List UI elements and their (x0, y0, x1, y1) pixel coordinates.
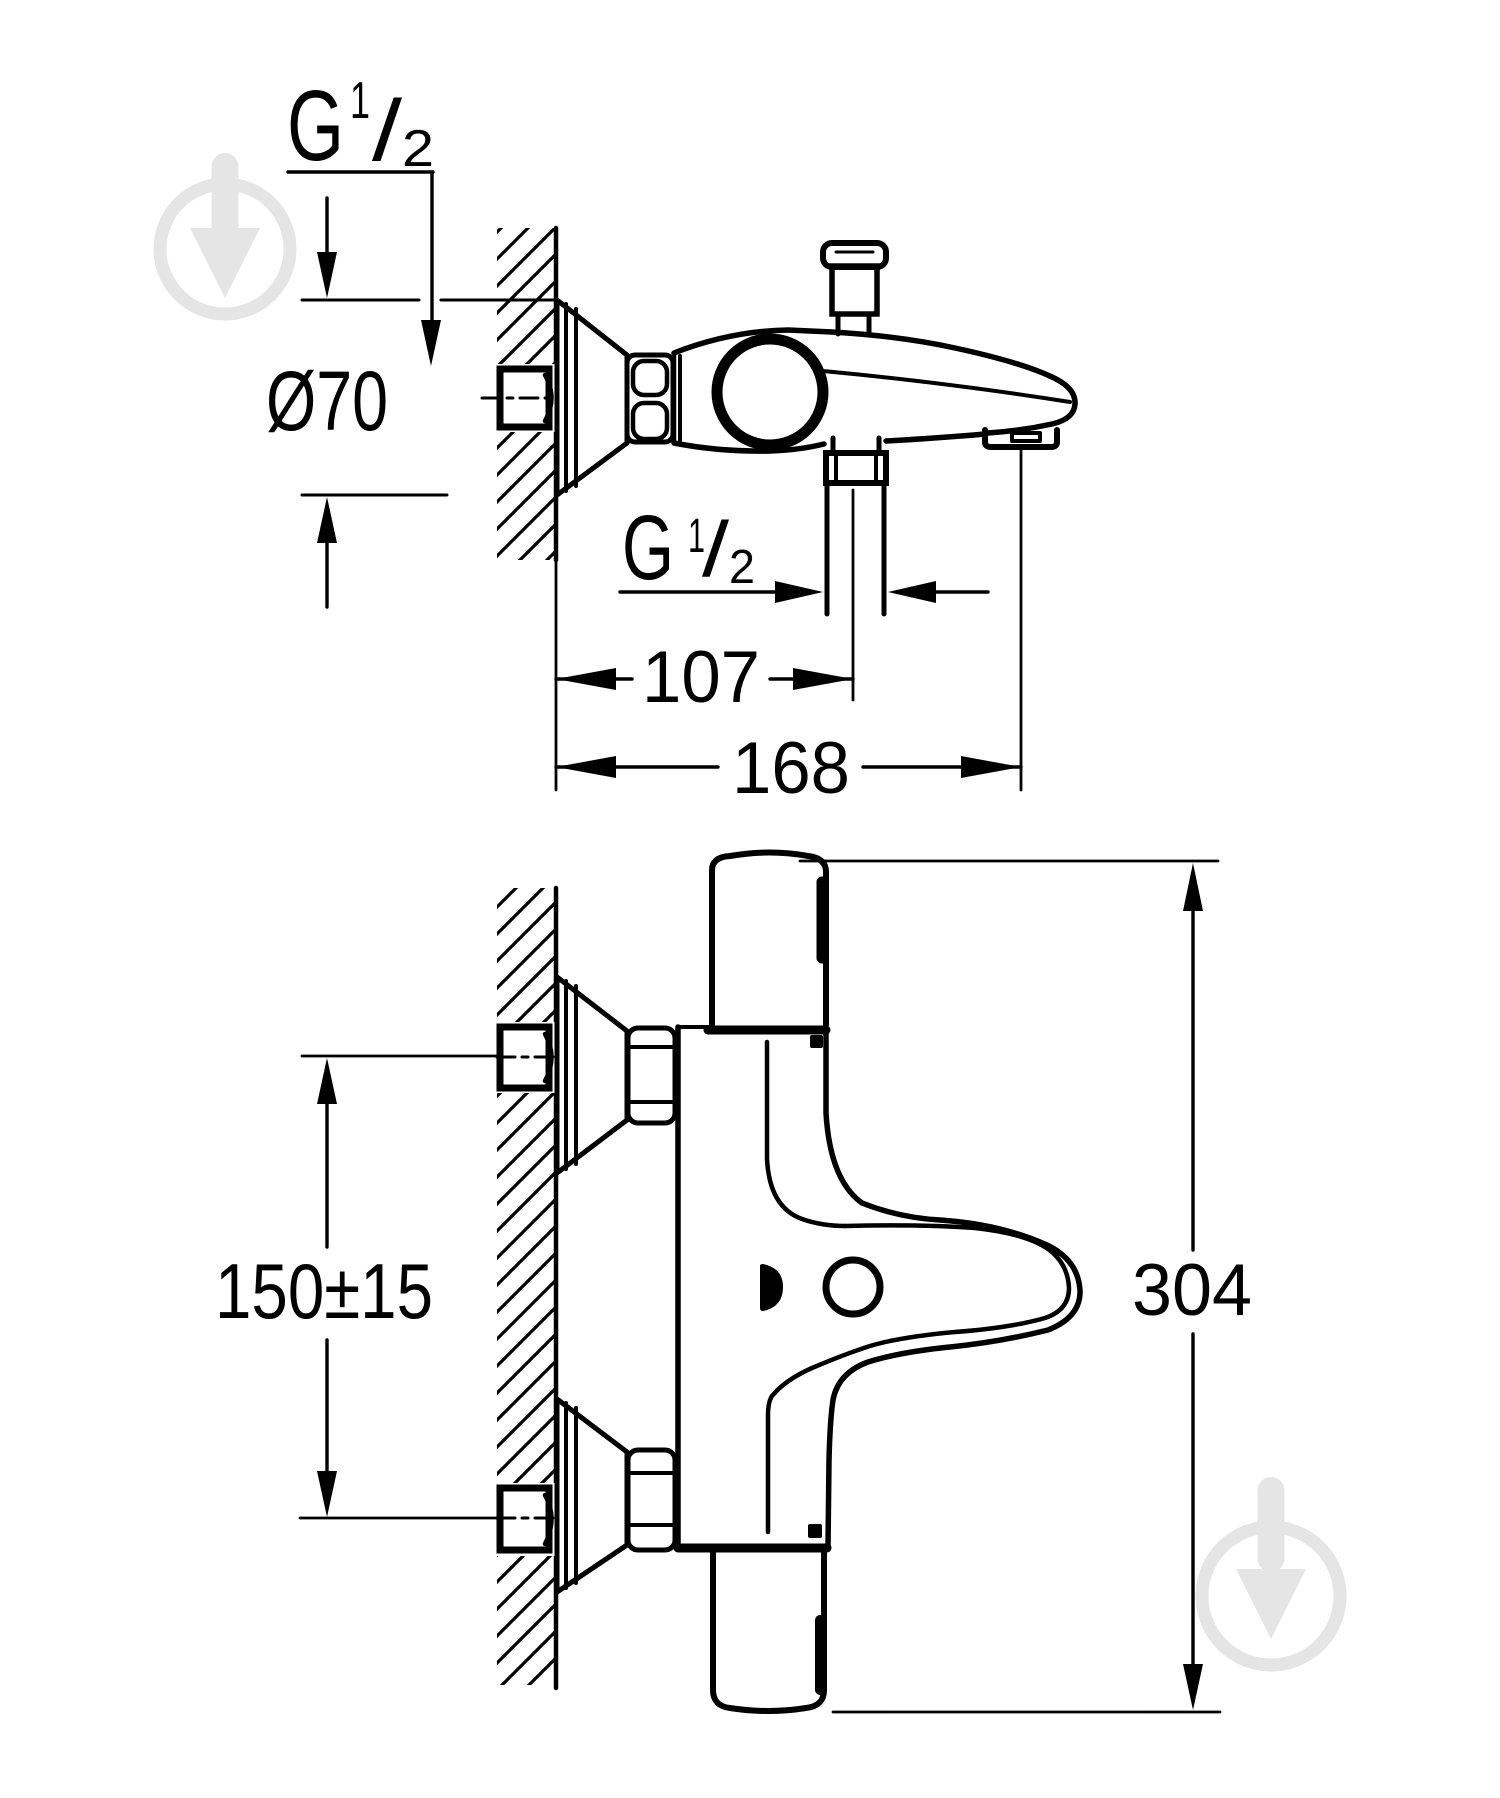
watermark-stem (211, 153, 239, 238)
arrow-down-icon (317, 252, 337, 298)
volume-handle (710, 1549, 827, 1714)
spout-front (765, 1029, 1083, 1550)
arrow-up-icon (1183, 1664, 1203, 1710)
escutcheon-upper (554, 974, 630, 1176)
hose-nut (823, 450, 889, 486)
thermostat-handle (709, 849, 829, 1028)
dim-wall-thread: G 1 / 2 (286, 70, 441, 366)
watermark-stem (1257, 1477, 1285, 1572)
union-nut-upper (625, 1025, 678, 1126)
union-nut-lower (625, 1447, 678, 1553)
side-view-drawing: G 1 / 2 Ø70 G 1 / 2 (266, 70, 1078, 809)
shower-hose-connection (823, 435, 889, 617)
supply-connection (480, 364, 561, 432)
arrow-up-icon (317, 1058, 337, 1104)
arrow-right-icon (793, 668, 853, 690)
body-mid-contour (821, 369, 1072, 404)
store-logo-watermark (1195, 1477, 1347, 1672)
body-top-contour (671, 327, 1078, 436)
thermostat-knob-side (711, 333, 829, 451)
svg-text:1: 1 (350, 72, 370, 130)
escutcheon-lower (554, 1396, 630, 1595)
arrow-up-icon (317, 497, 337, 543)
wall-section-front (497, 885, 559, 1691)
svg-text:/: / (372, 83, 402, 179)
dim-168: 168 (554, 448, 1023, 809)
escutcheon-outline (554, 297, 630, 498)
mixer-body-front (673, 849, 1083, 1714)
arrow-down-icon (1183, 863, 1203, 911)
arrow-right-icon (961, 756, 1021, 778)
dim-label: G (622, 497, 674, 599)
svg-text:/: / (702, 505, 729, 593)
spout-outer-contour (823, 1029, 1083, 1550)
escutcheon (554, 297, 630, 498)
dim-label: 107 (642, 637, 760, 718)
diverter-knob (820, 240, 889, 337)
watermark-trowel-icon (1236, 1569, 1306, 1639)
front-view-drawing: 150±15 304 (215, 849, 1252, 1714)
supply-connection-upper (495, 1022, 561, 1093)
spout-outlet (982, 427, 1060, 450)
svg-text:1: 1 (688, 510, 705, 563)
dim-hose-thread: G 1 / 2 (618, 488, 990, 702)
watermark-trowel-icon (190, 228, 260, 298)
arrow-right-icon (775, 581, 823, 603)
arrow-left-icon (888, 581, 936, 603)
supply-connection-lower (495, 1483, 561, 1556)
spout-inner-contour (765, 1223, 1072, 1535)
wall-section (497, 225, 559, 792)
dim-label: 304 (1132, 1250, 1252, 1331)
body-inner-contour-top (764, 1039, 848, 1229)
svg-text:2: 2 (729, 541, 755, 594)
dim-304: 304 (798, 859, 1252, 1714)
store-logo-watermark (153, 153, 297, 321)
svg-text:2: 2 (402, 120, 434, 178)
dim-label: 168 (732, 728, 850, 809)
union-nut (624, 352, 676, 445)
wall-hatch (497, 888, 556, 1685)
dim-label: G (287, 70, 344, 182)
knob-button (822, 1256, 884, 1318)
arrow-down-icon (317, 1471, 337, 1517)
dim-107: 107 (554, 637, 855, 718)
dim-150: 150±15 (215, 1054, 499, 1520)
temperature-stop-button (760, 1264, 783, 1311)
arrow-down-icon (421, 320, 441, 366)
body-bottom-contour (671, 431, 988, 454)
dim-label: Ø70 (266, 354, 388, 448)
dim-label: 150±15 (215, 1247, 433, 1335)
dim-escutcheon-diameter: Ø70 (266, 196, 558, 609)
mixer-body-side (671, 240, 1078, 617)
